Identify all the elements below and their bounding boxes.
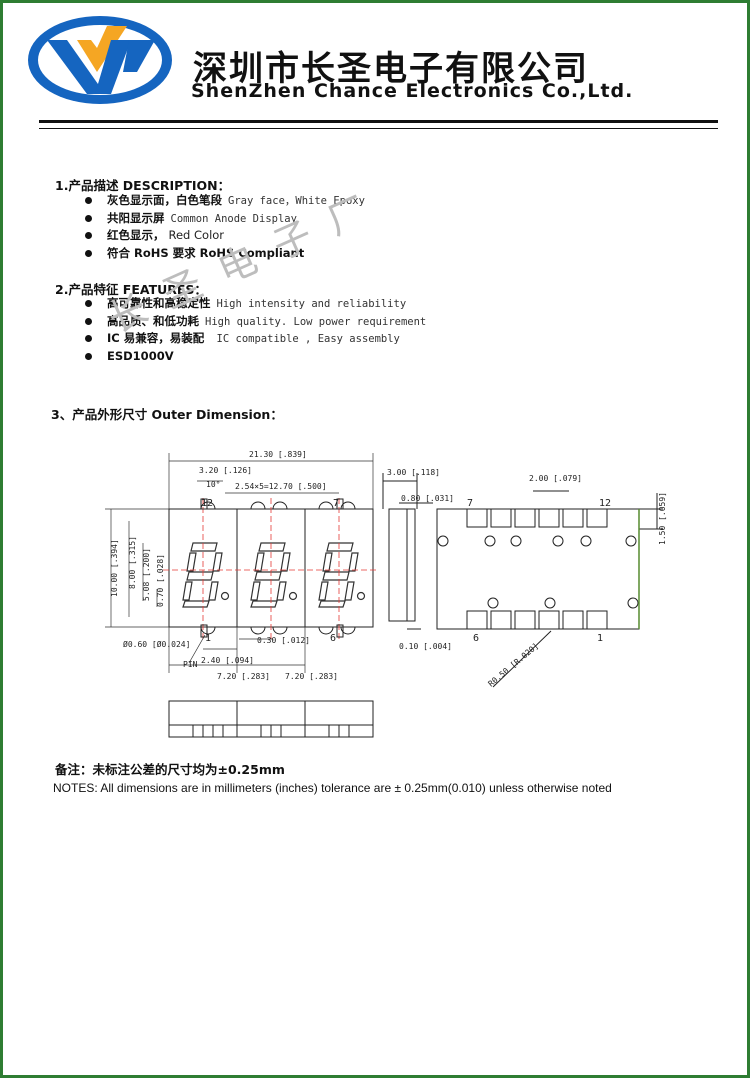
dimension-title: 3、产品外形尺寸 Outer Dimension：: [51, 407, 283, 422]
dim-digit-width-2: 7.20 [.283]: [285, 672, 338, 681]
dim-tilt: 10°: [206, 480, 220, 489]
bullet-icon: [85, 232, 92, 239]
company-name-en: ShenZhen Chance Electronics Co.,Ltd.: [191, 80, 634, 102]
note-en: NOTES: All dimensions are in millimeters…: [53, 781, 612, 795]
description-title: 1.产品描述 DESCRIPTION：: [55, 178, 231, 193]
digit-2: [250, 542, 291, 608]
dim-radius: R0.50 [R.020]: [487, 641, 541, 688]
bullet-icon: [85, 352, 92, 360]
pin-12-back: 12: [599, 498, 611, 509]
digit-3: [318, 542, 359, 608]
bullet-icon: [85, 197, 92, 204]
bullet-icon: [85, 300, 92, 307]
dim-side-depth: 3.00 [.118]: [387, 468, 440, 477]
dim-seg-offset: 3.20 [.126]: [199, 466, 252, 475]
dim-side-step: 0.80 [.031]: [401, 494, 454, 503]
list-item: ESD1000V: [83, 348, 426, 366]
company-logo: [28, 16, 172, 104]
pin-7-back: 7: [467, 498, 473, 509]
bullet-icon: [85, 249, 92, 257]
dim-overall-width: 21.30 [.839]: [249, 450, 307, 459]
pin-7-front: 7: [333, 498, 339, 509]
dim-digit-width-1: 7.20 [.283]: [217, 672, 270, 681]
list-item: 符合 RoHS 要求 RoHS Compliant: [83, 245, 365, 263]
dim-height: 10.00 [.394]: [110, 539, 119, 597]
header-rule-thin: [39, 128, 718, 129]
pin-1-back: 1: [597, 633, 603, 644]
bullet-icon: [85, 317, 92, 325]
pin-6-back: 6: [473, 633, 479, 644]
dim-pin-gap: 2.40 [.094]: [201, 656, 254, 665]
dim-seg-height: 5.08 [.200]: [142, 548, 151, 601]
pin-12-front: 12: [201, 498, 213, 509]
side-view: [388, 508, 416, 622]
header-rule-thick: [39, 120, 718, 123]
note-cn: 备注：未标注公差的尺寸均为±0.25mm: [55, 762, 285, 777]
pin-label: PIN: [183, 660, 198, 669]
bullet-icon: [85, 335, 92, 342]
list-item: IC 易兼容，易装配 IC compatible , Easy assembly: [83, 330, 426, 348]
pin-6-front: 6: [330, 633, 336, 644]
features-title: 2.产品特征 FEATURES：: [55, 282, 207, 297]
dim-pin-width: 0.30 [.012]: [257, 636, 310, 645]
dim-pitch: 2.54×5=12.70 [.500]: [235, 482, 327, 491]
dim-side-gap: 0.10 [.004]: [399, 642, 452, 651]
bullet-icon: [85, 214, 92, 222]
dim-back-height: 1.50 [.059]: [658, 492, 667, 545]
dim-inner-height: 8.00 [.315]: [128, 536, 137, 589]
company-name-cn: 深圳市长圣电子有限公司: [193, 49, 589, 89]
dim-dp: 0.70 [.028]: [156, 554, 165, 607]
dim-pin-diameter: Ø0.60 [Ø0.024]: [123, 639, 190, 649]
dim-back-pitch: 2.00 [.079]: [529, 474, 582, 483]
outer-dimension-drawing: 21.30 [.839] 3.20 [.126] 10° 2.54×5=12.7…: [105, 450, 667, 738]
pin-1-front: 1: [205, 633, 211, 644]
list-item: 红色显示，Red Color: [83, 227, 365, 245]
digit-1: [182, 542, 223, 608]
